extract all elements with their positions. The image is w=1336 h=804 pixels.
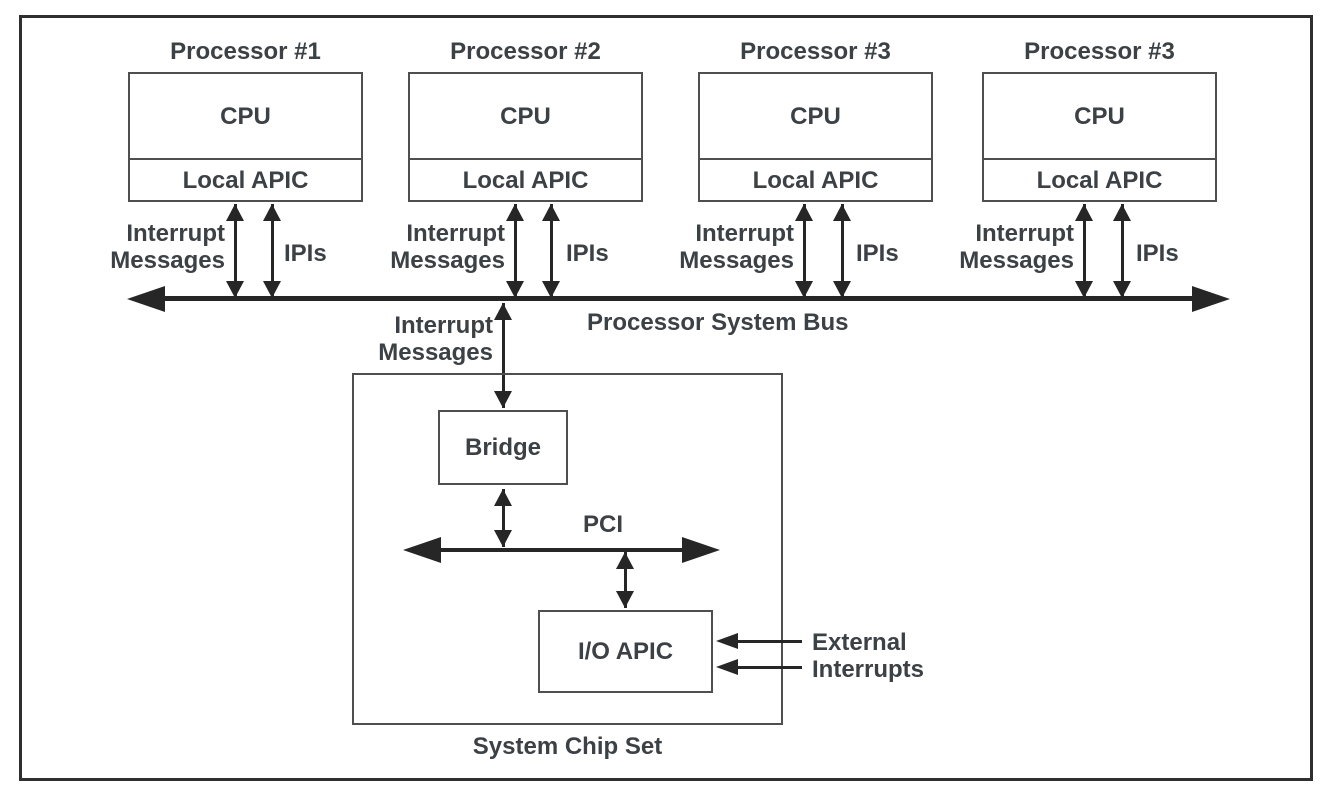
processor-1-cpu: CPU [130, 74, 361, 160]
processor-4-title: Processor #3 [1024, 38, 1175, 65]
external-interrupts-label: External Interrupts [812, 629, 925, 683]
system-chip-set-box [352, 373, 783, 725]
bus-bridge-interrupt-arrow [494, 303, 512, 408]
processor-1-interrupt-label: Interrupt Messages [110, 220, 225, 274]
processor-3-ipi-label: IPIs [856, 240, 899, 267]
processor-2-ipi-arrow [542, 204, 560, 298]
diagram-frame [19, 15, 1313, 781]
processor-1-ipi-arrow [263, 204, 281, 298]
bus-interrupt-label: Interrupt Messages [378, 312, 493, 366]
pci-bus-label: PCI [583, 511, 624, 538]
processor-4-interrupt-label: Interrupt Messages [959, 220, 1074, 274]
processor-3-title: Processor #3 [740, 38, 891, 65]
processor-4-cpu: CPU [984, 74, 1215, 160]
external-interrupt-arrow-2 [716, 659, 802, 675]
processor-2-interrupt-label: Interrupt Messages [390, 220, 505, 274]
io-apic-box: I/O APIC [538, 610, 713, 693]
processor-1-interrupt-arrow [226, 204, 244, 298]
system-chip-set-label: System Chip Set [472, 733, 663, 760]
processor-4-local-apic: Local APIC [1036, 166, 1163, 194]
processor-1-box: CPU Local APIC [128, 72, 363, 202]
bridge-pci-arrow [494, 489, 512, 547]
processor-1-ipi-label: IPIs [284, 240, 327, 267]
processor-1-local-apic: Local APIC [182, 166, 309, 194]
processor-3-ipi-arrow [833, 204, 851, 298]
processor-4-ipi-arrow [1113, 204, 1131, 298]
processor-3-interrupt-label: Interrupt Messages [679, 220, 794, 274]
external-interrupt-arrow-1 [716, 633, 802, 649]
processor-system-bus-arrow [127, 286, 1230, 312]
processor-4-box: CPU Local APIC [982, 72, 1217, 202]
pci-ioapic-arrow [616, 552, 634, 608]
processor-3-box: CPU Local APIC [698, 72, 933, 202]
processor-3-local-apic: Local APIC [752, 166, 879, 194]
processor-3-interrupt-arrow [795, 204, 813, 298]
processor-2-title: Processor #2 [450, 38, 601, 65]
processor-2-cpu: CPU [410, 74, 641, 160]
processor-4-ipi-label: IPIs [1136, 240, 1179, 267]
processor-4-interrupt-arrow [1075, 204, 1093, 298]
processor-1-title: Processor #1 [170, 38, 321, 65]
processor-2-local-apic: Local APIC [462, 166, 589, 194]
processor-2-ipi-label: IPIs [566, 240, 609, 267]
bridge-box: Bridge [438, 410, 568, 485]
processor-system-bus-label: Processor System Bus [587, 309, 849, 336]
processor-2-interrupt-arrow [506, 204, 524, 298]
processor-3-cpu: CPU [700, 74, 931, 160]
pci-bus-arrow [403, 537, 720, 563]
processor-2-box: CPU Local APIC [408, 72, 643, 202]
